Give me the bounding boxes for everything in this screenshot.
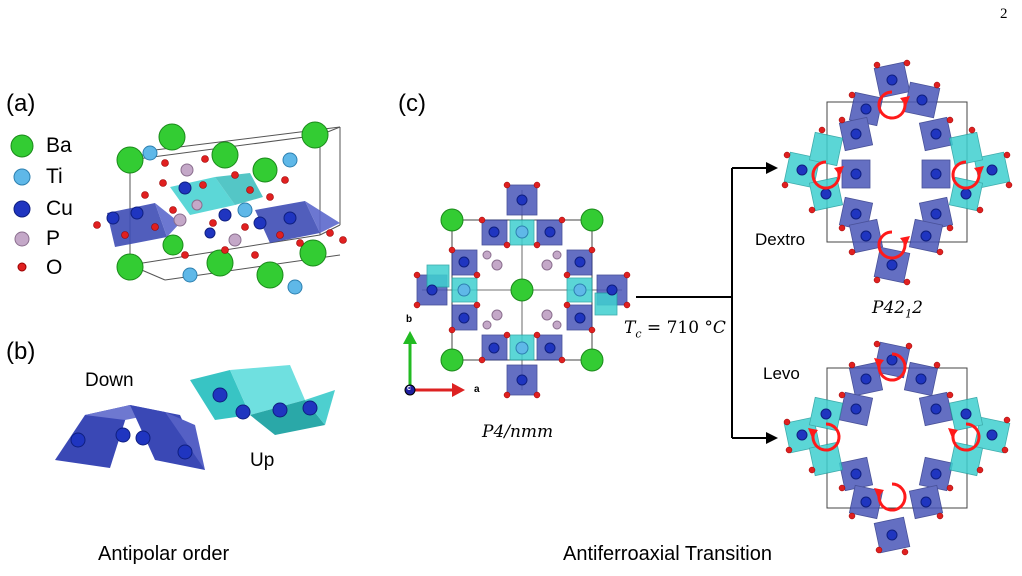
parent-structure-p4nmm	[413, 181, 631, 399]
page-number: 2	[1000, 6, 1008, 22]
dextro-rotation-arrows	[811, 90, 981, 260]
legend-ba-label: Ba	[46, 134, 72, 157]
legend-p-label: P	[46, 227, 61, 250]
legend-ti-label: Ti	[46, 165, 63, 188]
cu-polyhedra	[107, 201, 340, 247]
legend-p-atom-icon	[14, 231, 30, 247]
child-space-group: P4212	[872, 298, 923, 321]
levo-structure	[783, 340, 1011, 556]
legend-o-atom-icon	[17, 262, 27, 272]
legend-o-label: O	[46, 256, 63, 279]
up-label: Up	[250, 450, 275, 471]
ti-atoms	[142, 145, 303, 295]
transition-temperature: Tc = 710 °C	[624, 318, 726, 341]
o-atoms	[93, 155, 347, 259]
parent-space-group: P4/nmm	[482, 422, 554, 442]
down-polyhedron	[55, 405, 205, 470]
axis-a-label: a	[474, 384, 480, 395]
axis-indicator	[403, 331, 465, 397]
axis-c-label: c	[407, 385, 411, 392]
dextro-label: Dextro	[755, 230, 806, 249]
levo-label: Levo	[763, 364, 800, 383]
down-up-polyhedra	[55, 365, 335, 470]
p-atoms	[173, 163, 242, 247]
legend-atom-markers	[10, 134, 34, 272]
legend-ba-atom-icon	[10, 134, 34, 158]
panel-a-label: (a)	[6, 90, 36, 117]
levo-rotation-arrows	[811, 352, 981, 512]
transition-arrows	[636, 162, 778, 444]
panel-b-label: (b)	[6, 338, 36, 365]
antiferroaxial-caption: Antiferroaxial Transition	[563, 543, 772, 565]
antipolar-caption: Antipolar order	[98, 543, 230, 565]
dextro-structure	[781, 59, 1013, 286]
cu-atoms	[106, 181, 297, 239]
ba-atoms	[116, 121, 329, 289]
unit-cell-illustration	[93, 121, 347, 295]
panel-c-label: (c)	[398, 90, 426, 117]
legend-cu-label: Cu	[46, 197, 73, 220]
legend-ti-atom-icon	[13, 168, 31, 186]
legend-cu-atom-icon	[13, 200, 31, 218]
axis-b-label: b	[406, 314, 413, 325]
down-label: Down	[85, 370, 134, 391]
up-polyhedron	[190, 365, 335, 435]
